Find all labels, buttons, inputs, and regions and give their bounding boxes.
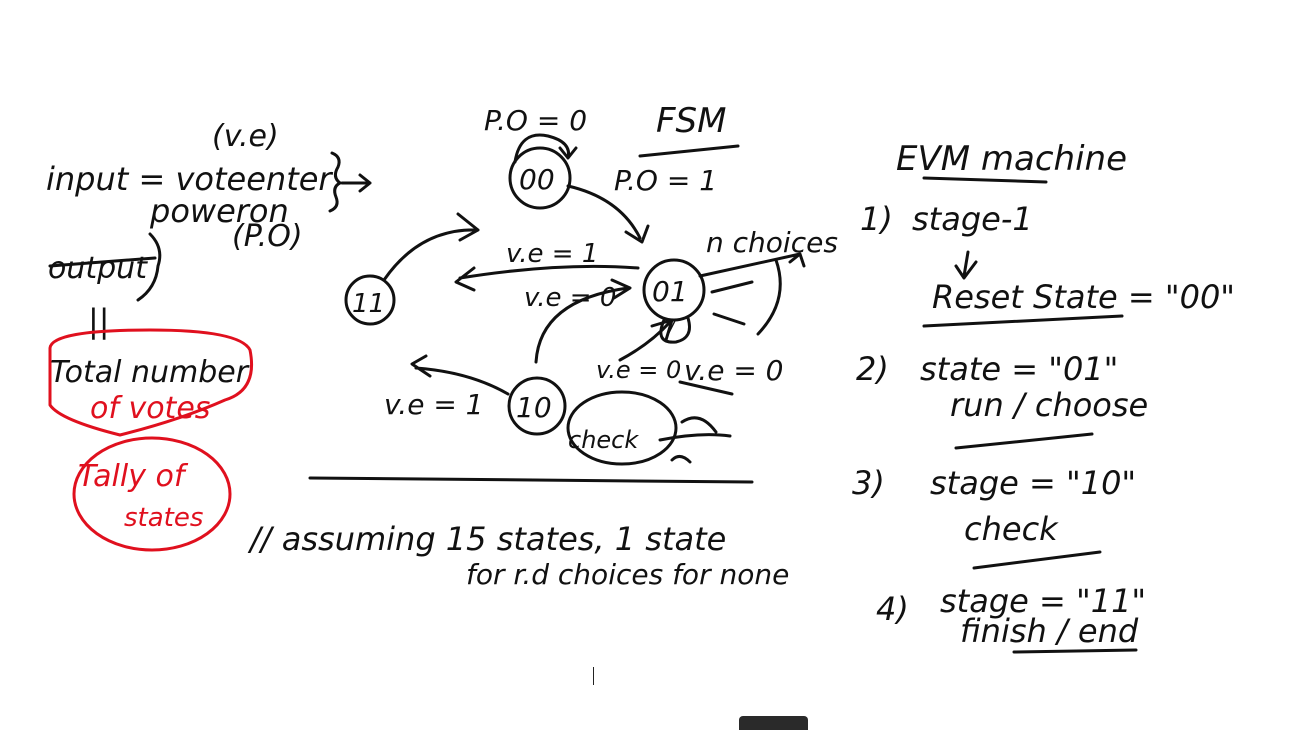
ve0-lower-label: v.e = 0 — [596, 356, 681, 384]
input-arrow-icon — [340, 173, 372, 193]
edge-check-to-01 — [618, 318, 674, 362]
output-bracket — [136, 232, 162, 302]
step4-sub: finish / end — [960, 612, 1139, 650]
check-blob — [566, 390, 678, 466]
ve1-bottom-label: v.e = 1 — [384, 388, 484, 421]
state-00-label: 00 — [519, 163, 555, 196]
poweron-line: poweron — [149, 192, 289, 230]
state-10-node — [507, 376, 567, 436]
step3-text: stage = "10" — [930, 464, 1136, 502]
step2-underline — [954, 432, 1094, 450]
fsm-title-underline — [638, 144, 740, 158]
state-10-label: 10 — [516, 391, 552, 424]
step3-sub: check — [964, 510, 1059, 548]
state-01-label: 01 — [652, 275, 688, 308]
state-01-node — [642, 258, 706, 322]
right-notes: EVM machine 1) stage-1 Reset State = "00… — [852, 139, 1235, 654]
ve1-top-label: v.e = 1 — [506, 239, 598, 269]
input-brace — [328, 151, 342, 213]
toolbar-handle[interactable] — [739, 716, 808, 730]
ve0-right-underline — [678, 380, 734, 396]
input-line: input = voteenter — [46, 160, 333, 198]
check-label: check — [568, 426, 639, 454]
step3-underline — [972, 550, 1102, 570]
step4-number: 4) — [876, 590, 909, 628]
step2-sub: run / choose — [950, 386, 1148, 424]
left-notes: (v.e) input = voteenter poweron (P.O) ou… — [46, 119, 372, 552]
po0-label: P.O = 0 — [484, 104, 587, 137]
tally-bubble — [72, 436, 232, 552]
total-votes-bubble — [48, 328, 254, 437]
total-votes-line2: of votes — [90, 391, 210, 426]
step1-down-arrow-icon — [954, 250, 978, 280]
step1-number: 1) — [860, 200, 893, 238]
po1-label: P.O = 1 — [614, 164, 717, 197]
evm-title-underline — [922, 176, 1048, 184]
po-label: (P.O) — [232, 219, 303, 254]
n-choices-label: n choices — [706, 226, 838, 259]
edge-10-to-01 — [534, 278, 632, 364]
edge-01-to-11 — [454, 264, 640, 292]
total-votes-line1: Total number — [50, 355, 250, 390]
state-11-node — [344, 274, 396, 326]
step2-number: 2) — [856, 350, 889, 388]
fsm-title: FSM — [656, 101, 726, 141]
fsm-diagram: FSM P.O = 0 00 P.O = 1 11 v.e = 1 01 v.e… — [247, 101, 838, 591]
step3-number: 3) — [852, 464, 885, 502]
step1-sub: Reset State = "00" — [932, 278, 1235, 316]
ve0-right-label: v.e = 0 — [684, 354, 784, 387]
step1-text: stage-1 — [912, 200, 1033, 238]
ve-label: (v.e) — [212, 119, 279, 154]
evm-title: EVM machine — [896, 139, 1127, 179]
check-scribble — [658, 416, 732, 464]
parallel-mark: || — [88, 302, 110, 340]
text-caret — [593, 667, 594, 685]
choices-fan — [698, 252, 806, 336]
diagram-baseline — [308, 476, 754, 484]
step2-text: state = "01" — [920, 350, 1118, 388]
output-strikethrough — [48, 256, 157, 268]
assumption-line2: for r.d choices for none — [466, 558, 789, 591]
step1-underline — [922, 314, 1124, 328]
tally-line1: Tally of — [78, 459, 189, 494]
step4-text: stage = "11" — [940, 582, 1146, 620]
state-00-self-loop — [513, 133, 578, 164]
output-label: output — [48, 251, 148, 286]
edge-10-to-11 — [410, 354, 510, 396]
edge-00-to-01 — [566, 184, 650, 244]
assumption-line1: // assuming 15 states, 1 state — [247, 520, 726, 558]
tally-line2: states — [124, 503, 203, 533]
ve0-mid-label: v.e = 0 — [524, 283, 616, 313]
state-11-label: 11 — [352, 289, 385, 319]
state-00-node — [508, 146, 572, 210]
edge-11-to-00 — [382, 212, 480, 282]
step4-underline — [1012, 648, 1138, 654]
